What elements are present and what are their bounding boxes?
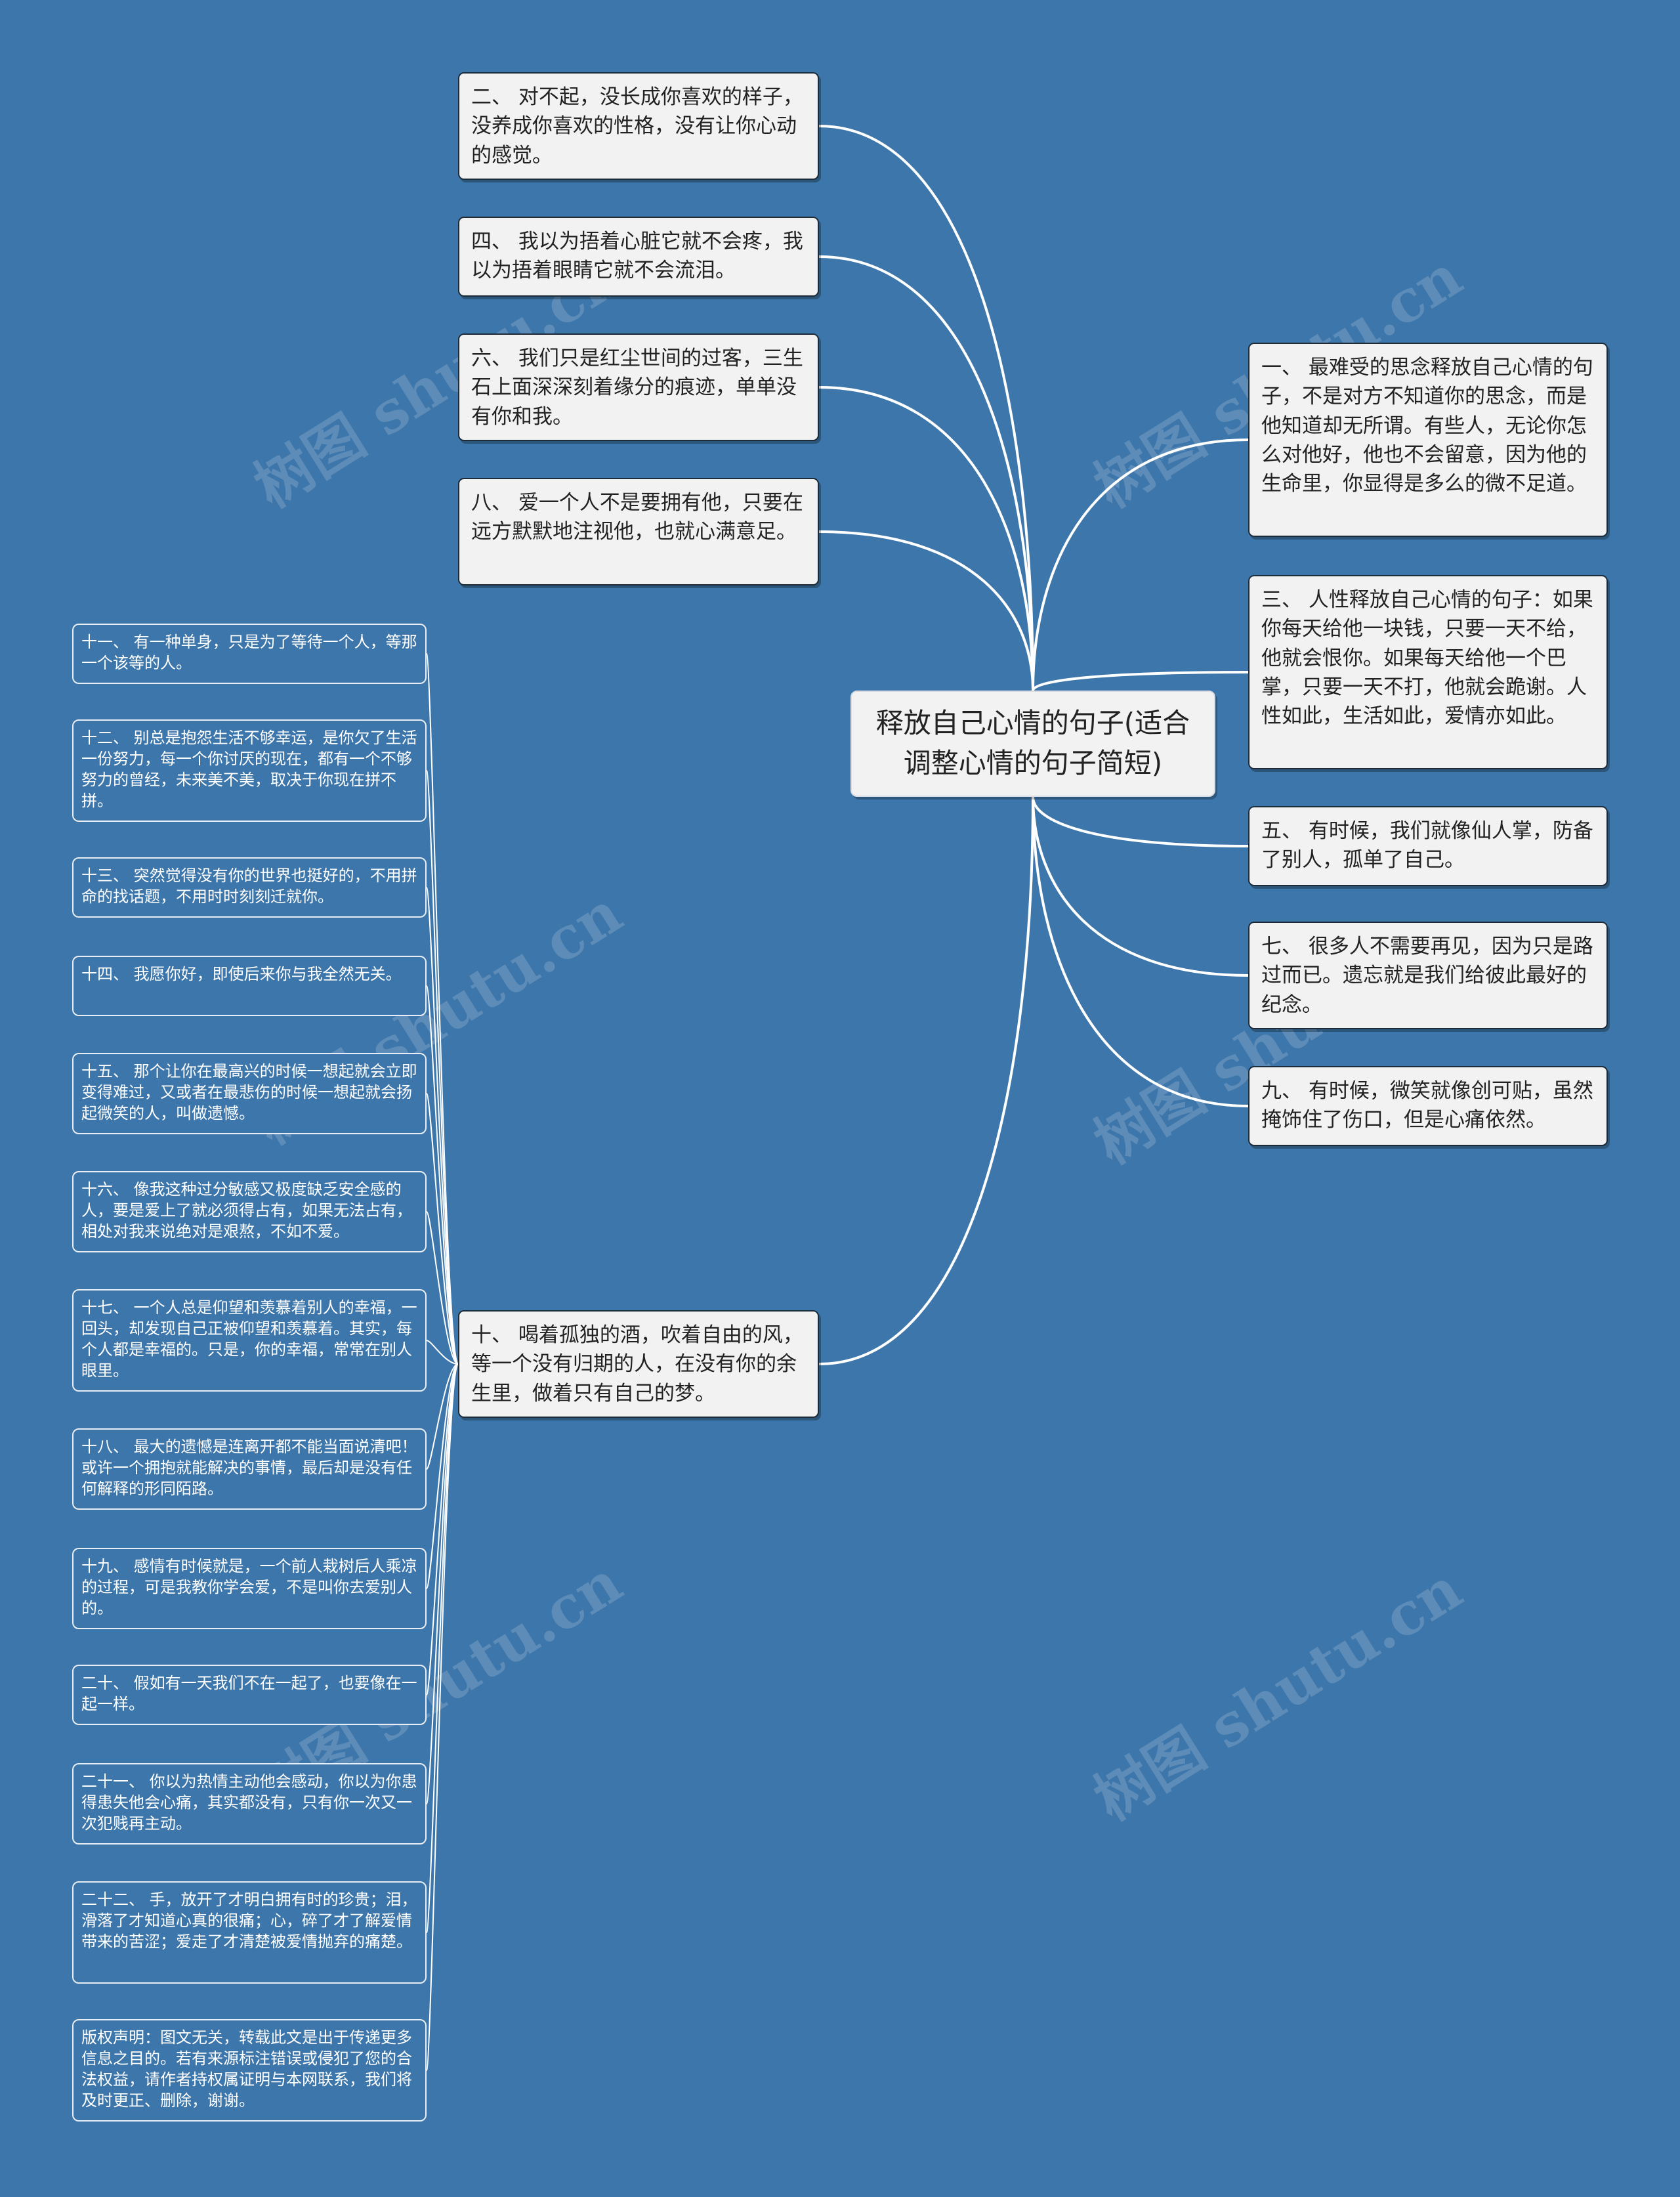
leaf-text: 十二、 别总是抱怨生活不够幸运，是你欠了生活一份努力，每一个你讨厌的现在，都有一… bbox=[81, 729, 417, 811]
leaf-node[interactable]: 十九、 感情有时候就是，一个前人栽树后人乘凉的过程，可是我教你学会爱，不是叫你去… bbox=[72, 1548, 427, 1629]
leaf-text: 十五、 那个让你在最高兴的时候一想起就会立即变得难过，又或者在最悲伤的时候一想起… bbox=[81, 1062, 417, 1123]
leaf-connector bbox=[426, 1211, 459, 1365]
leaf-node[interactable]: 十一、 有一种单身，只是为了等待一个人，等那一个该等的人。 bbox=[72, 624, 427, 684]
node-text: 四、 我以为捂着心脏它就不会疼，我以为捂着眼睛它就不会流泪。 bbox=[471, 230, 803, 283]
leaf-text: 十四、 我愿你好，即使后来你与我全然无关。 bbox=[81, 965, 402, 983]
leaf-node[interactable]: 十七、 一个人总是仰望和羡慕着别人的幸福，一回头，却发现自己正被仰望和羡慕着。其… bbox=[72, 1289, 427, 1392]
branch-connector bbox=[1032, 671, 1250, 692]
branch-connector bbox=[818, 125, 1034, 692]
leaf-connector bbox=[426, 1363, 459, 1470]
node-text: 七、 很多人不需要再见，因为只是路过而已。遗忘就是我们给彼此最好的纪念。 bbox=[1261, 935, 1593, 1017]
leaf-node[interactable]: 十五、 那个让你在最高兴的时候一想起就会立即变得难过，又或者在最悲伤的时候一想起… bbox=[72, 1053, 427, 1134]
leaf-node[interactable]: 十四、 我愿你好，即使后来你与我全然无关。 bbox=[72, 956, 427, 1016]
left-branch-node[interactable]: 四、 我以为捂着心脏它就不会疼，我以为捂着眼睛它就不会流泪。 bbox=[458, 217, 819, 297]
leaf-connector bbox=[426, 653, 459, 1365]
leaf-node[interactable]: 十二、 别总是抱怨生活不够幸运，是你欠了生活一份努力，每一个你讨厌的现在，都有一… bbox=[72, 719, 427, 822]
leaf-text: 二十、 假如有一天我们不在一起了，也要像在一起一样。 bbox=[81, 1674, 417, 1714]
branch-connector bbox=[818, 796, 1034, 1365]
node-text: 五、 有时候，我们就像仙人掌，防备了别人，孤单了自己。 bbox=[1261, 819, 1593, 872]
left-branch-node[interactable]: 二、 对不起，没长成你喜欢的样子，没养成你喜欢的性格，没有让你心动的感觉。 bbox=[458, 72, 819, 180]
right-branch-node[interactable]: 九、 有时候，微笑就像创可贴，虽然掩饰住了伤口，但是心痛依然。 bbox=[1248, 1066, 1608, 1146]
node-text: 八、 爱一个人不是要拥有他，只要在远方默默地注视他，也就心满意足。 bbox=[471, 491, 803, 544]
leaf-text: 二十一、 你以为热情主动他会感动，你以为你患得患失他会心痛，其实都没有，只有你一… bbox=[81, 1772, 417, 1833]
leaf-text: 十八、 最大的遗憾是连离开都不能当面说清吧！或许一个拥抱就能解决的事情，最后却是… bbox=[81, 1438, 417, 1499]
leaf-connector bbox=[426, 1363, 459, 1804]
leaf-connector bbox=[426, 1363, 459, 2071]
central-topic[interactable]: 释放自己心情的句子(适合调整心情的句子简短) bbox=[850, 691, 1215, 797]
leaf-node[interactable]: 二十、 假如有一天我们不在一起了，也要像在一起一样。 bbox=[72, 1665, 427, 1725]
branch-connector bbox=[818, 530, 1034, 692]
left-branch-node[interactable]: 八、 爱一个人不是要拥有他，只要在远方默默地注视他，也就心满意足。 bbox=[458, 478, 819, 586]
right-branch-node[interactable]: 五、 有时候，我们就像仙人掌，防备了别人，孤单了自己。 bbox=[1248, 806, 1608, 886]
leaf-node[interactable]: 版权声明：图文无关，转载此文是出于传递更多信息之目的。若有来源标注错误或侵犯了您… bbox=[72, 2019, 427, 2122]
branch-connector bbox=[818, 386, 1034, 692]
leaf-node[interactable]: 十八、 最大的遗憾是连离开都不能当面说清吧！或许一个拥抱就能解决的事情，最后却是… bbox=[72, 1428, 427, 1510]
branch-connector bbox=[1032, 438, 1250, 692]
right-branch-node[interactable]: 七、 很多人不需要再见，因为只是路过而已。遗忘就是我们给彼此最好的纪念。 bbox=[1248, 922, 1608, 1029]
leaf-connector bbox=[426, 770, 459, 1365]
node-text: 二、 对不起，没长成你喜欢的样子，没养成你喜欢的性格，没有让你心动的感觉。 bbox=[471, 85, 803, 167]
leaf-node[interactable]: 十三、 突然觉得没有你的世界也挺好的，不用拼命的找话题，不用时时刻刻迁就你。 bbox=[72, 857, 427, 918]
leaf-connector bbox=[426, 1340, 459, 1365]
branch-connector bbox=[1032, 796, 1250, 847]
node-text: 十、 喝着孤独的酒，吹着自由的风，等一个没有归期的人，在没有你的余生里，做着只有… bbox=[471, 1323, 803, 1405]
node-text: 六、 我们只是红尘世间的过客，三生石上面深深刻着缘分的痕迹，单单没有你和我。 bbox=[471, 347, 803, 429]
left-branch-node[interactable]: 六、 我们只是红尘世间的过客，三生石上面深深刻着缘分的痕迹，单单没有你和我。 bbox=[458, 333, 819, 441]
leaf-connector bbox=[426, 1363, 459, 1933]
leaf-node[interactable]: 二十二、 手，放开了才明白拥有时的珍贵；泪，滑落了才知道心真的很痛；心，碎了才了… bbox=[72, 1881, 427, 1984]
leaf-text: 十七、 一个人总是仰望和羡慕着别人的幸福，一回头，却发现自己正被仰望和羡慕着。其… bbox=[81, 1298, 417, 1380]
node-text: 九、 有时候，微笑就像创可贴，虽然掩饰住了伤口，但是心痛依然。 bbox=[1261, 1079, 1593, 1132]
leaf-text: 十一、 有一种单身，只是为了等待一个人，等那一个该等的人。 bbox=[81, 633, 417, 673]
right-branch-node[interactable]: 一、 最难受的思念释放自己心情的句子，不是对方不知道你的思念，而是他知道却无所谓… bbox=[1248, 343, 1608, 537]
leaf-text: 二十二、 手，放开了才明白拥有时的珍贵；泪，滑落了才知道心真的很痛；心，碎了才了… bbox=[81, 1890, 417, 1952]
leaf-node[interactable]: 二十一、 你以为热情主动他会感动，你以为你患得患失他会心痛，其实都没有，只有你一… bbox=[72, 1763, 427, 1845]
leaf-connector bbox=[426, 1363, 459, 1589]
leaf-text: 十三、 突然觉得没有你的世界也挺好的，不用拼命的找话题，不用时时刻刻迁就你。 bbox=[81, 866, 417, 907]
left-branch-node[interactable]: 十、 喝着孤独的酒，吹着自由的风，等一个没有归期的人，在没有你的余生里，做着只有… bbox=[458, 1310, 819, 1418]
leaf-node[interactable]: 十六、 像我这种过分敏感又极度缺乏安全感的人，要是爱上了就必须得占有，如果无法占… bbox=[72, 1171, 427, 1252]
leaf-connector bbox=[426, 985, 459, 1365]
branch-connector bbox=[818, 255, 1034, 692]
right-branch-node[interactable]: 三、 人性释放自己心情的句子：如果你每天给他一块钱，只要一天不给，他就会恨你。如… bbox=[1248, 575, 1608, 769]
leaf-connector bbox=[426, 1093, 459, 1365]
branch-connector bbox=[1032, 796, 1250, 1107]
leaf-text: 十九、 感情有时候就是，一个前人栽树后人乘凉的过程，可是我教你学会爱，不是叫你去… bbox=[81, 1557, 417, 1618]
leaf-text: 十六、 像我这种过分敏感又极度缺乏安全感的人，要是爱上了就必须得占有，如果无法占… bbox=[81, 1180, 412, 1241]
leaf-connector bbox=[426, 887, 459, 1365]
node-text: 三、 人性释放自己心情的句子：如果你每天给他一块钱，只要一天不给，他就会恨你。如… bbox=[1261, 588, 1593, 729]
leaf-text: 版权声明：图文无关，转载此文是出于传递更多信息之目的。若有来源标注错误或侵犯了您… bbox=[81, 2028, 412, 2110]
central-topic-text: 释放自己心情的句子(适合调整心情的句子简短) bbox=[875, 707, 1190, 779]
leaf-connector bbox=[426, 1363, 459, 1696]
node-text: 一、 最难受的思念释放自己心情的句子，不是对方不知道你的思念，而是他知道却无所谓… bbox=[1261, 356, 1593, 496]
branch-connector bbox=[1032, 796, 1250, 977]
